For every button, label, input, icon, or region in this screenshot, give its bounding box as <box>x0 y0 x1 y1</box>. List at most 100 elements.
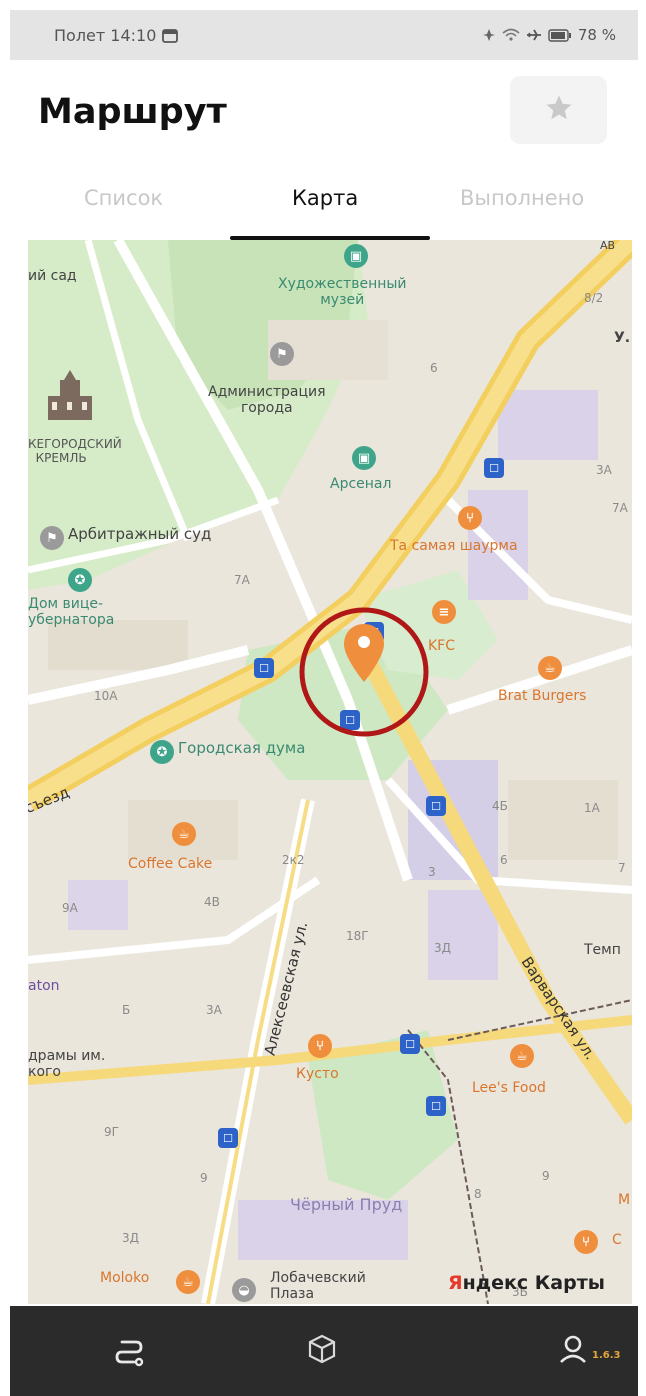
house-number: 3Б <box>512 1285 528 1299</box>
house-number: Б <box>122 1003 131 1017</box>
map-label: ий сад <box>28 268 77 284</box>
landmark-icon[interactable]: ✪ <box>150 740 174 764</box>
bottom-nav: 1.6.3 <box>10 1306 638 1396</box>
house-number: 4Б <box>492 799 508 813</box>
map-label: драмы им.кого <box>28 1048 106 1081</box>
map-view[interactable]: ▣ ⚑ ▣ ⚑ ⑂ ✪ ≡ ☕ ✪ ☕ ⑂ ☕ ⑂ ☕ ◒ ☐ ☐ ☐ ☐ ☐ … <box>28 240 632 1304</box>
house-number: 6 <box>500 853 508 867</box>
house-number: 9Г <box>104 1125 119 1139</box>
house-number: 3Д <box>434 941 452 955</box>
map-label: Дом вице-убернатора <box>28 596 115 629</box>
restaurant-icon[interactable]: ⑂ <box>458 506 482 530</box>
map-label: Городская дума <box>178 739 306 757</box>
house-number: 10А <box>94 689 118 703</box>
battery-level: 78 % <box>577 26 616 44</box>
map-label: Lee's Food <box>472 1080 546 1096</box>
app-version: 1.6.3 <box>592 1349 621 1361</box>
star-icon <box>544 93 574 127</box>
house-number: 2к2 <box>282 853 305 867</box>
bus-stop-icon[interactable]: ☐ <box>426 796 446 816</box>
mall-icon[interactable]: ◒ <box>232 1278 256 1302</box>
favorite-button[interactable] <box>510 76 607 144</box>
house-number: 9А <box>62 901 78 915</box>
cafe-icon[interactable]: ☕ <box>176 1270 200 1294</box>
page-title: Маршрут <box>38 92 227 132</box>
calendar-icon <box>162 28 179 43</box>
map-label: M <box>618 1192 631 1208</box>
house-number: 3А <box>206 1003 222 1017</box>
battery-icon <box>548 28 572 42</box>
map-label: КЕГОРОДСКИЙ КРЕМЛЬ <box>28 437 122 465</box>
museum-icon[interactable]: ▣ <box>344 244 368 268</box>
nav-profile[interactable]: 1.6.3 <box>558 1334 620 1368</box>
bus-stop-icon[interactable]: ☐ <box>484 458 504 478</box>
museum-icon[interactable]: ▣ <box>352 446 376 470</box>
house-number: 3Д <box>122 1231 140 1245</box>
house-number: 8 <box>474 1187 482 1201</box>
airplane-icon <box>526 28 542 42</box>
house-number: 1А <box>584 801 600 815</box>
restaurant-icon[interactable]: ⑂ <box>574 1230 598 1254</box>
tram-stop-icon[interactable]: ☐ <box>400 1034 420 1054</box>
map-label: У. <box>614 330 631 346</box>
active-tab-indicator <box>230 236 430 240</box>
house-number: 7А <box>234 573 250 587</box>
highlight-circle <box>299 607 429 737</box>
bus-stop-icon[interactable]: ☐ <box>254 658 274 678</box>
house-number: 18Г <box>346 929 369 943</box>
package-icon <box>308 1334 336 1368</box>
fastfood-icon[interactable]: ≡ <box>432 600 456 624</box>
landmark-icon[interactable]: ✪ <box>68 568 92 592</box>
cafe-icon[interactable]: ☕ <box>510 1044 534 1068</box>
bus-stop-icon[interactable]: ☐ <box>340 710 360 730</box>
wifi-icon <box>502 28 520 42</box>
map-label: АВ <box>600 240 616 252</box>
house-number: 3А <box>596 463 612 477</box>
house-number: 7 <box>618 861 626 875</box>
map-label: Арбитражный суд <box>68 525 212 543</box>
map-label: Чёрный Пруд <box>290 1195 403 1214</box>
dnd-icon <box>482 28 496 42</box>
profile-icon <box>558 1334 588 1368</box>
house-number: 3 <box>428 865 436 879</box>
map-label: Кусто <box>296 1066 339 1082</box>
map-label: C <box>612 1232 622 1248</box>
flag-icon[interactable]: ⚑ <box>40 526 64 550</box>
route-icon <box>112 1334 146 1372</box>
map-label: Moloko <box>100 1270 150 1286</box>
status-time: Полет 14:10 <box>54 25 157 45</box>
house-number: 7А <box>612 501 628 515</box>
restaurant-icon[interactable]: ⑂ <box>308 1034 332 1058</box>
map-label: Арсенал <box>330 476 392 492</box>
yandex-maps-logo: Яндекс Карты <box>448 1272 605 1294</box>
map-label: KFC <box>428 638 456 654</box>
status-bar: Полет 14:10 78 % <box>10 10 638 60</box>
map-label: Темп <box>584 942 621 958</box>
tab-bar: Список Карта Выполнено <box>10 172 638 232</box>
cafe-icon[interactable]: ☕ <box>538 656 562 680</box>
tab-completed[interactable]: Выполнено <box>460 186 585 210</box>
location-pin-icon[interactable] <box>342 622 386 686</box>
map-label: Brat Burgers <box>498 688 587 704</box>
tab-map[interactable]: Карта <box>292 186 359 210</box>
house-number: 8/2 <box>584 291 604 305</box>
bus-stop-icon[interactable]: ☐ <box>218 1128 238 1148</box>
tram-stop-icon[interactable]: ☐ <box>426 1096 446 1116</box>
map-label: Coffee Cake <box>128 856 213 872</box>
tab-list[interactable]: Список <box>84 186 164 210</box>
nav-route[interactable] <box>112 1334 146 1372</box>
house-number: 9 <box>200 1171 208 1185</box>
nav-orders[interactable] <box>308 1334 336 1368</box>
cafe-icon[interactable]: ☕ <box>172 822 196 846</box>
house-number: 4В <box>204 895 220 909</box>
map-base <box>28 240 632 1304</box>
house-number: 6 <box>430 361 438 375</box>
map-label: aton <box>28 978 60 994</box>
map-label: Та самая шаурма <box>390 538 518 554</box>
flag-icon[interactable]: ⚑ <box>270 342 294 366</box>
house-number: 9 <box>542 1169 550 1183</box>
